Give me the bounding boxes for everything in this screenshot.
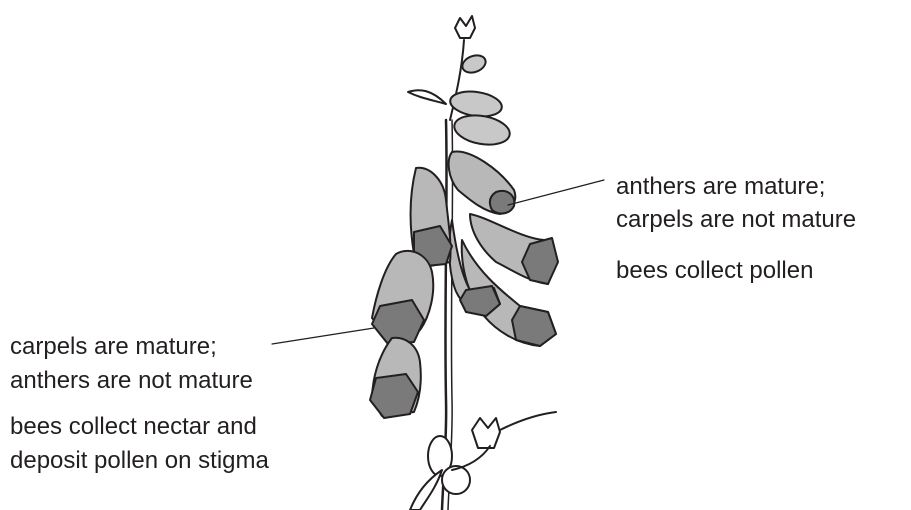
right-flower-2-mouth: [512, 306, 556, 346]
lower-right-tendril: [500, 412, 556, 430]
lower-flowers-label-line3: bees collect nectar and: [10, 412, 257, 441]
lower-right-flower: [472, 418, 500, 448]
upper-flowers-label-line1: anthers are mature;: [616, 172, 825, 201]
upper-flowers-label-line2: carpels are not mature: [616, 205, 856, 234]
upper-flower-1-mouth: [490, 191, 514, 214]
lower-flowers-label-line4: deposit pollen on stigma: [10, 446, 269, 475]
left-flower-3-mouth: [370, 374, 418, 418]
upper-flowers-label-line3: bees collect pollen: [616, 256, 813, 285]
small-leaf: [408, 90, 446, 104]
lower-bud-2: [442, 466, 470, 494]
small-bud: [460, 52, 488, 75]
upper-bud-2: [452, 111, 512, 148]
lower-flowers-label-line2: anthers are not mature: [10, 366, 253, 395]
leader-line-upper: [508, 180, 604, 205]
top-bud: [455, 16, 475, 38]
lower-flowers-label-line1: carpels are mature;: [10, 332, 217, 361]
lower-leaf: [410, 470, 442, 510]
leader-line-lower: [272, 328, 374, 344]
